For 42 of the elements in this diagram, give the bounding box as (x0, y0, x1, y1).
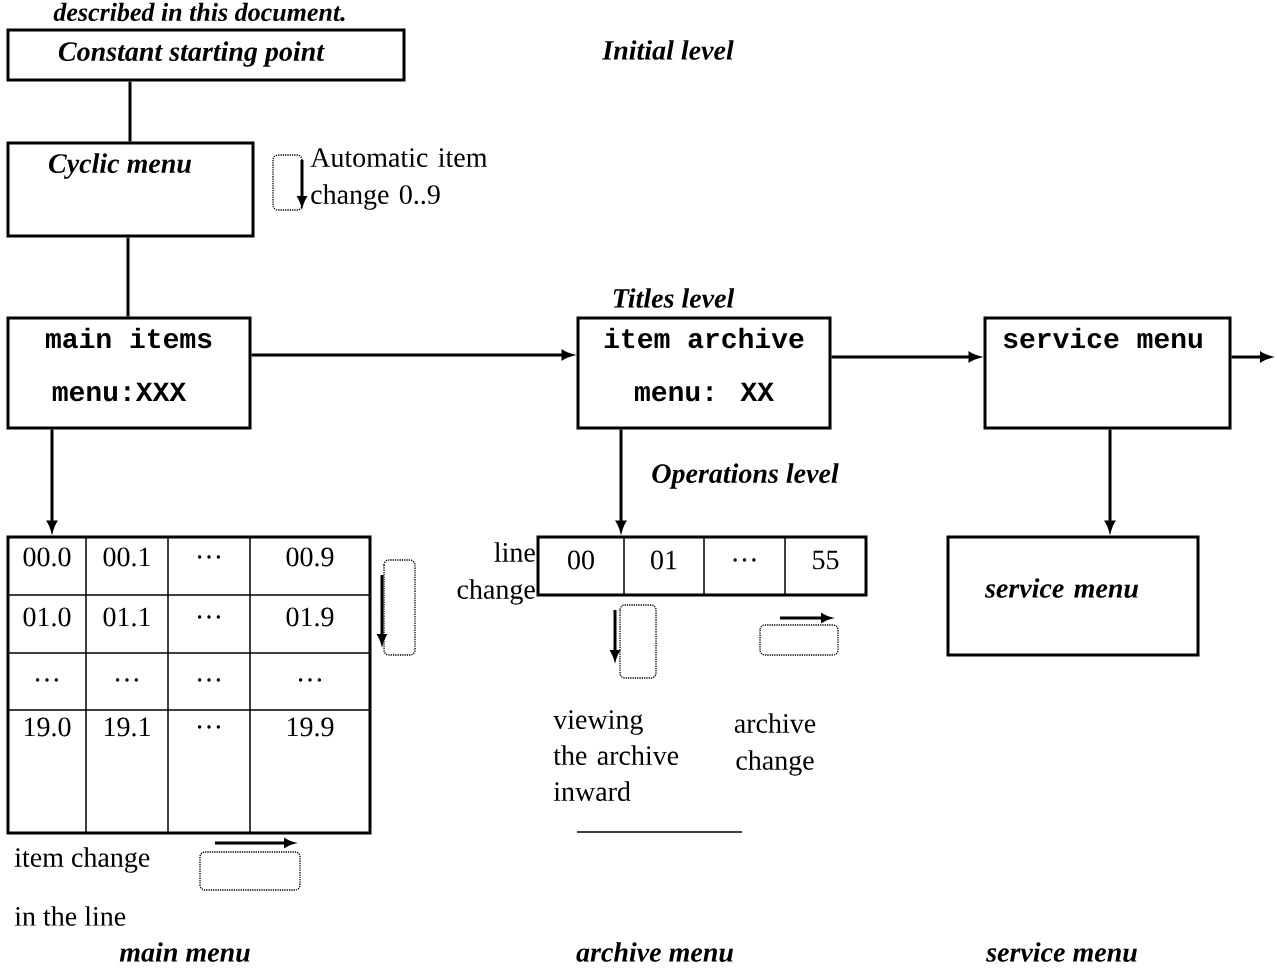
cell-text: 01.0 (23, 607, 71, 627)
connector (126, 237, 130, 317)
cell-text: 55 (813, 550, 839, 570)
menu-box: item archive menu: XX (576, 316, 832, 430)
note-text: viewing the archive inward (553, 710, 679, 801)
cell-text: 01.9 (286, 607, 334, 627)
menu-box: Cyclic menu (6, 141, 255, 238)
cell-text: 00.1 (103, 547, 150, 567)
cell-text: … (197, 678, 221, 682)
cell-text: 19.0 (24, 717, 71, 737)
connector (616, 429, 626, 532)
cell-text: … (197, 725, 221, 729)
column-caption: service menu (986, 942, 1137, 962)
cell-text: 00.0 (23, 547, 71, 567)
note-text: in the line (14, 906, 126, 926)
menu-box: service menu (983, 316, 1232, 430)
cell-text: … (115, 678, 139, 682)
level-label: Operations level (652, 463, 839, 489)
cell-text: 00.9 (286, 547, 334, 567)
connector (1105, 429, 1115, 532)
menu-box: main items menu:XXX (6, 316, 252, 430)
cell-text: … (197, 615, 221, 619)
connector (251, 350, 573, 360)
cell-text: 00 (568, 550, 594, 570)
cell-text: … (733, 558, 756, 562)
column-caption: main menu (119, 942, 250, 962)
connector (128, 81, 132, 142)
cell-text: 01.1 (103, 607, 150, 627)
cell-text: … (197, 555, 221, 559)
side-label: line change (457, 542, 535, 605)
cell-text: … (298, 678, 322, 682)
cell-text: 19.1 (104, 717, 150, 737)
level-label: Initial level (602, 40, 734, 60)
cell-text: 19.9 (287, 717, 334, 737)
note-text: Automatic item change 0..9 (310, 148, 488, 210)
connector (831, 352, 980, 362)
note-text: archive change (734, 713, 816, 776)
start-box: Constant starting point (6, 28, 406, 82)
column-caption: archive menu (576, 942, 734, 962)
cell-text: 01 (651, 550, 677, 570)
cell-text: … (35, 678, 59, 682)
menu-box: service menu (946, 535, 1200, 657)
